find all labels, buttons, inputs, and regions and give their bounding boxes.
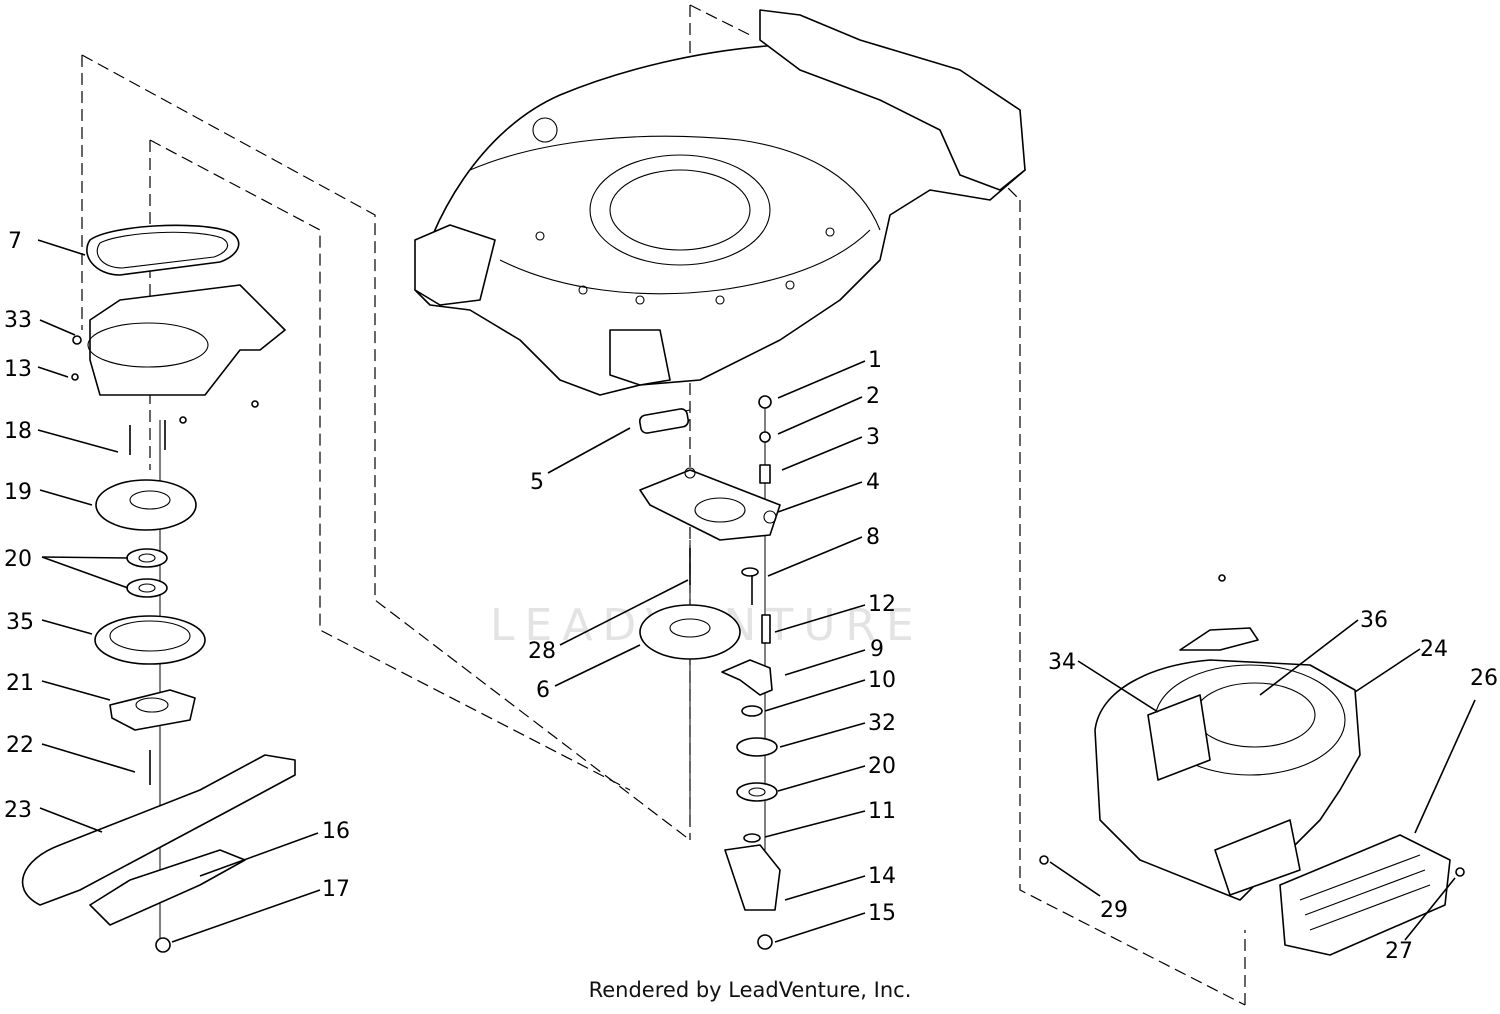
callout-27: 27 bbox=[1385, 939, 1413, 964]
callout-33: 33 bbox=[4, 308, 32, 333]
mower-deck bbox=[414, 9, 1026, 396]
callout-22: 22 bbox=[6, 733, 34, 758]
callout-21: 21 bbox=[6, 671, 34, 696]
footer-credit: Rendered by LeadVenture, Inc. bbox=[588, 978, 912, 1002]
callout-28: 28 bbox=[528, 639, 556, 664]
callout-20: 20 bbox=[4, 547, 32, 572]
callout-6: 6 bbox=[536, 678, 550, 703]
callout-23: 23 bbox=[4, 798, 32, 823]
callout-12: 12 bbox=[868, 592, 896, 617]
callout-11: 11 bbox=[868, 799, 896, 824]
callout-8: 8 bbox=[866, 525, 880, 550]
callout-24: 24 bbox=[1420, 637, 1448, 662]
callout-36: 36 bbox=[1360, 608, 1388, 633]
callout-10: 10 bbox=[868, 668, 896, 693]
callout-2: 2 bbox=[866, 384, 880, 409]
callout-19: 19 bbox=[4, 480, 32, 505]
callout-14: 14 bbox=[868, 864, 896, 889]
callout-16: 16 bbox=[322, 819, 350, 844]
callout-32: 32 bbox=[868, 711, 896, 736]
callout-20-center: 20 bbox=[868, 754, 896, 779]
callout-9: 9 bbox=[870, 637, 884, 662]
leader-lines bbox=[37, 239, 1476, 943]
callout-15: 15 bbox=[868, 901, 896, 926]
callout-7: 7 bbox=[8, 229, 22, 254]
callout-3: 3 bbox=[866, 425, 880, 450]
callout-5: 5 bbox=[530, 470, 544, 495]
callout-29: 29 bbox=[1100, 898, 1128, 923]
callout-35: 35 bbox=[6, 610, 34, 635]
callout-26: 26 bbox=[1470, 666, 1498, 691]
callout-17: 17 bbox=[322, 877, 350, 902]
callout-34: 34 bbox=[1048, 650, 1076, 675]
engine-assembly bbox=[1039, 574, 1465, 956]
blade-clutch-assembly bbox=[21, 224, 296, 953]
callout-4: 4 bbox=[866, 470, 880, 495]
pulley-bracket-assembly bbox=[638, 395, 781, 950]
callout-18: 18 bbox=[4, 419, 32, 444]
callout-13: 13 bbox=[4, 357, 32, 382]
callouts: 7 33 13 18 19 20 35 21 22 23 16 17 1 2 3… bbox=[4, 229, 1498, 964]
callout-1: 1 bbox=[868, 348, 882, 373]
